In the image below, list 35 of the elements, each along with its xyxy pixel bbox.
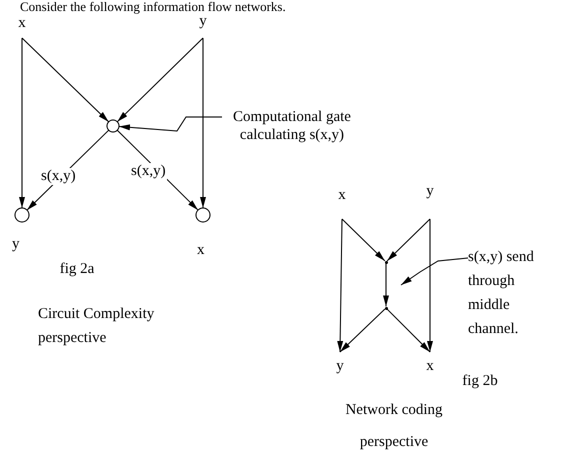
circle-node	[14, 207, 30, 223]
figure-caption: Network coding perspective	[344, 401, 444, 452]
node-label: x	[334, 186, 350, 218]
node-caption: y	[12, 236, 20, 253]
circle-node	[106, 119, 120, 133]
node-label: y	[195, 12, 211, 37]
arrow	[383, 263, 389, 307]
leader-line	[118, 116, 222, 132]
arrow	[340, 308, 386, 352]
title: Consider the following information flow networks.	[20, 0, 286, 14]
figure-caption: Circuit Complexity perspective	[38, 305, 156, 348]
figure-caption: fig 2b	[461, 372, 499, 390]
callout-text: Computational gate calculating s(x,y)	[222, 108, 362, 152]
figure-caption: fig 2a	[58, 260, 96, 278]
arrow	[116, 38, 204, 122]
node-label: y	[422, 182, 438, 218]
circle-node	[195, 207, 211, 223]
arrow	[200, 38, 206, 208]
junction-dot	[384, 260, 388, 264]
node-label: x	[422, 353, 438, 375]
arrow	[342, 218, 386, 262]
edge-label: s(x,y)	[40, 168, 77, 185]
node-label: x	[14, 14, 30, 37]
callout-text: s(x,y) send through middle channel.	[468, 245, 560, 341]
arrow	[386, 218, 430, 262]
node-caption: x	[197, 242, 204, 259]
arrow	[337, 218, 344, 352]
leader-line	[400, 258, 468, 286]
arrow	[22, 38, 110, 122]
arrow	[19, 38, 25, 208]
edge-label: s(x,y)	[130, 163, 167, 180]
arrow	[386, 308, 430, 352]
node-label: y	[332, 353, 348, 375]
junction-dot	[384, 306, 388, 310]
arrow	[427, 218, 433, 352]
